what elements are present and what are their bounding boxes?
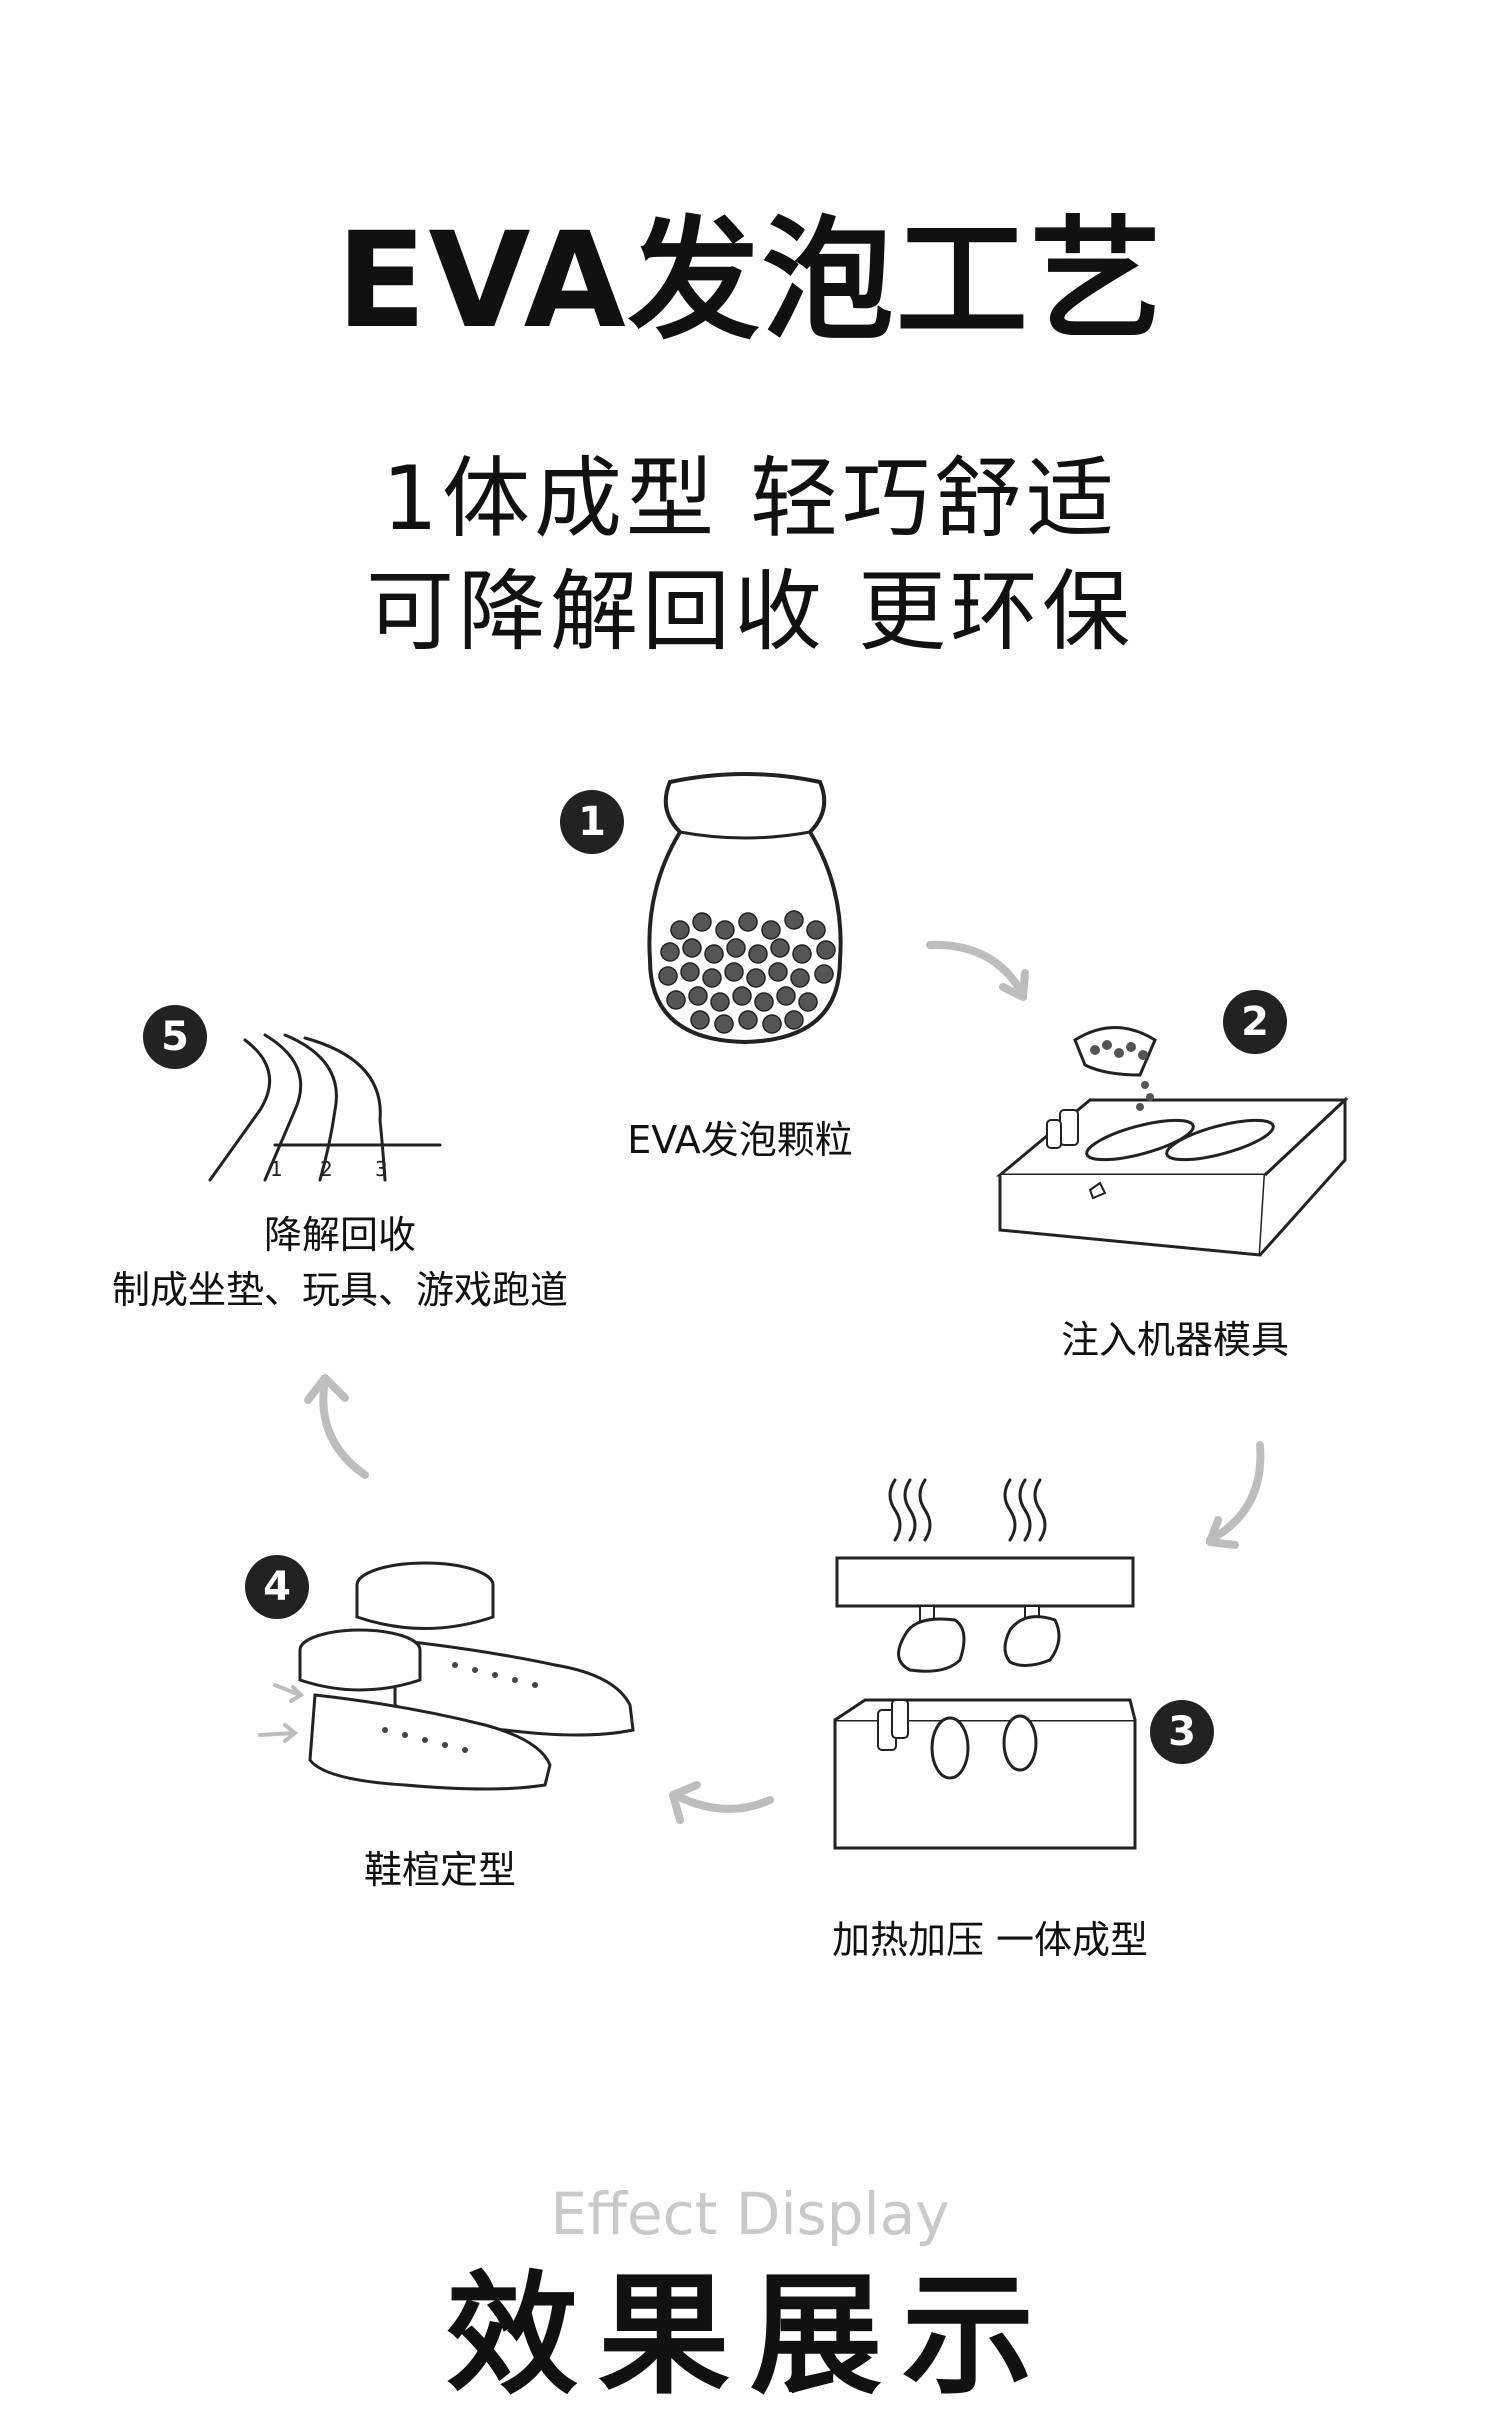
arrow-2-to-3-icon xyxy=(1206,1441,1265,1549)
svg-text:2: 2 xyxy=(320,1157,333,1181)
step-5-sublabel: 制成坐垫、玩具、游戏跑道 xyxy=(111,1268,568,1312)
injection-mold-icon xyxy=(995,1026,1349,1257)
svg-text:3: 3 xyxy=(375,1157,388,1181)
step-1-badge: 1 xyxy=(560,790,624,854)
section-title-cn: 效果展示 xyxy=(446,2259,1054,2413)
eva-pellet-jar-icon xyxy=(647,772,843,1045)
step-2-label: 注入机器模具 xyxy=(1060,1318,1289,1362)
subtitle-line-2: 可降解回收 更环保 xyxy=(366,560,1134,663)
running-track-icon: 1 2 3 xyxy=(208,1033,442,1182)
step-3-badge: 3 xyxy=(1150,1700,1214,1764)
step-5-label: 降解回收 xyxy=(263,1213,416,1257)
arrow-4-to-5-icon xyxy=(304,1374,369,1479)
step-4-label: 鞋楦定型 xyxy=(363,1848,516,1892)
heat-press-icon xyxy=(833,1478,1137,1850)
subtitle-line-1: 1体成型 轻巧舒适 xyxy=(382,447,1118,550)
step-5-badge: 5 xyxy=(143,1005,207,1069)
arrow-3-to-4-icon xyxy=(669,1781,774,1824)
svg-text:1: 1 xyxy=(270,1157,283,1181)
step-3-label: 加热加压 一体成型 xyxy=(831,1918,1149,1962)
page-title: EVA发泡工艺 xyxy=(336,204,1164,358)
step-4-badge: 4 xyxy=(245,1555,309,1619)
section-subtitle-en: Effect Display xyxy=(550,2180,950,2248)
arrow-1-to-2-icon xyxy=(926,940,1029,1001)
step-2-badge: 2 xyxy=(1223,990,1287,1054)
shoe-last-icon xyxy=(258,1561,635,1791)
step-1-label: EVA发泡颗粒 xyxy=(627,1118,853,1162)
